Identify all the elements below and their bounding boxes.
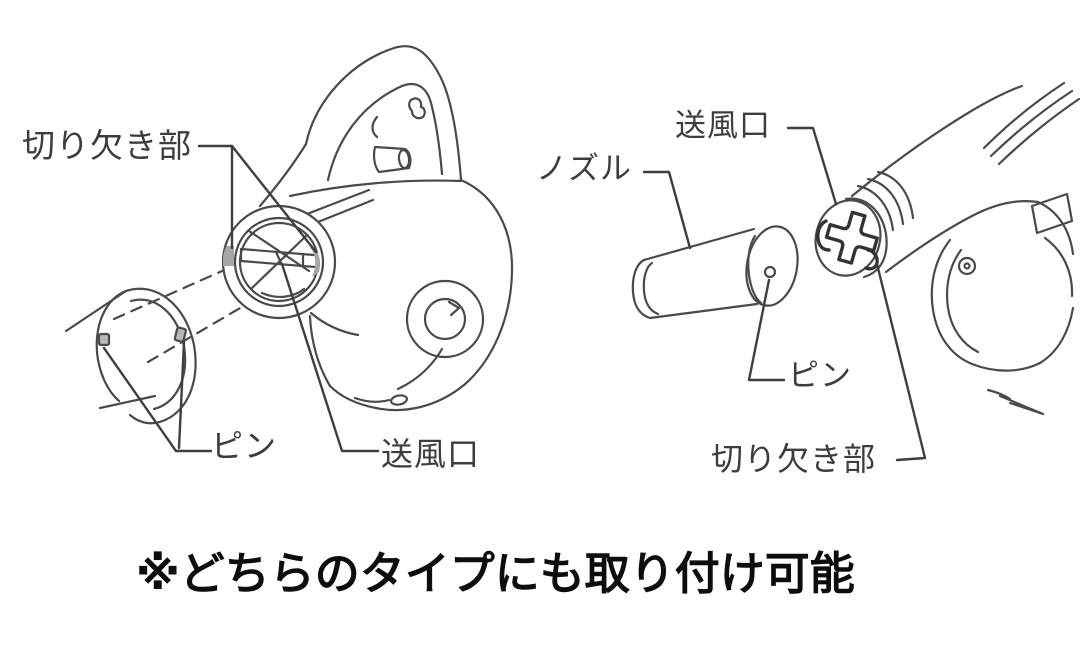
- pin-left: [97, 332, 111, 347]
- leader-line-right-outlet: [786, 126, 838, 206]
- leader-line-left-pin: [102, 346, 213, 453]
- label-left-pin: ピン: [211, 427, 278, 465]
- leader-line-right-pin: [747, 278, 786, 382]
- leader-line-left-notch: [197, 144, 234, 250]
- leader-line-left-notch-branch: [230, 144, 318, 254]
- pin-right: [173, 326, 187, 343]
- label-right-pin: ピン: [788, 358, 852, 394]
- label-right-outlet: 送風口: [675, 108, 771, 144]
- leader-line-right-nozzle: [642, 170, 692, 250]
- pin-ring-illustration: [64, 287, 197, 425]
- leader-line-right-notch: [875, 262, 927, 462]
- notch-cutout-right: [310, 246, 321, 277]
- label-right-nozzle: ノズル: [536, 151, 632, 187]
- label-right-notch: 切り欠き部: [711, 440, 877, 478]
- notch-cutout-left: [223, 246, 234, 266]
- air-outlet-collar: [221, 204, 337, 320]
- leader-line-left-outlet: [280, 262, 380, 453]
- left-blower-illustration: [64, 45, 514, 453]
- blower-gun: [814, 81, 1080, 416]
- label-left-notch: 切り欠き部: [22, 126, 192, 165]
- label-left-outlet: 送風口: [381, 435, 481, 473]
- nozzle-illustration: [631, 225, 799, 320]
- alignment-dashed-line: [112, 245, 278, 321]
- notch-opening: [824, 210, 879, 265]
- leader-line-left-pin-branch: [177, 340, 186, 450]
- nozzle-pin: [763, 265, 777, 279]
- note-text: ※どちらのタイプにも取り付け可能: [136, 547, 855, 600]
- right-blower-illustration: [631, 81, 1080, 462]
- blower-housing: [258, 45, 514, 412]
